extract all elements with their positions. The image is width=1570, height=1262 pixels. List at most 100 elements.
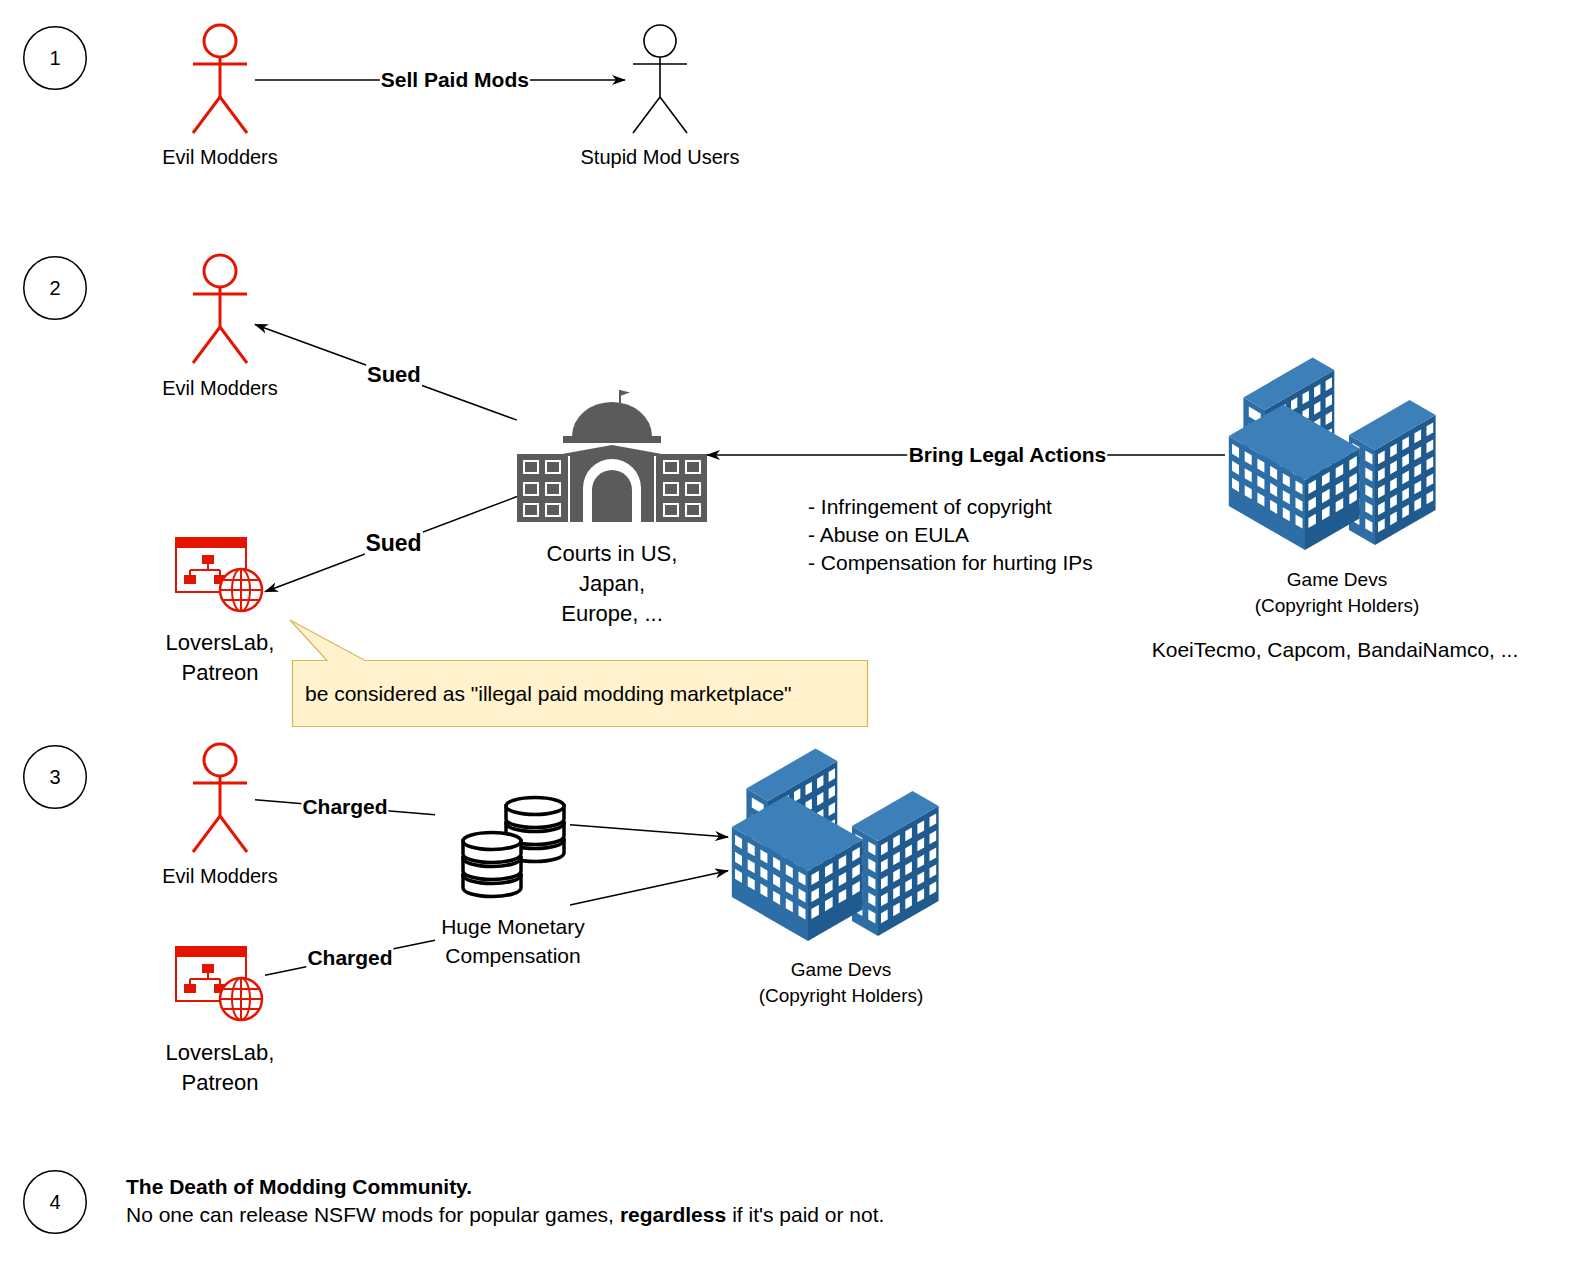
building-window: [748, 876, 755, 890]
building-window: [1270, 483, 1277, 497]
connector-arrow: [255, 324, 517, 420]
actor-arms: [633, 63, 687, 65]
website-icon: LoversLab, Patreon: [175, 537, 265, 612]
building-window: [1402, 436, 1409, 450]
actor-arms: [193, 63, 247, 66]
tree-node: [202, 964, 214, 973]
building-window: [1390, 511, 1397, 525]
building-roof: [732, 796, 863, 872]
building-window: [1326, 411, 1332, 425]
building-roof: [1243, 358, 1334, 411]
building-window: [817, 792, 823, 806]
conclusion-text: regardless: [620, 1203, 726, 1226]
node-text: 3: [25, 763, 85, 791]
building-window: [825, 863, 833, 877]
shape-outline: [175, 946, 265, 1021]
building-window: [786, 898, 793, 912]
building-window: [799, 906, 806, 920]
building-window: [1390, 443, 1397, 457]
building-window: [1314, 401, 1320, 415]
callout-outline: [290, 620, 868, 727]
globe-line: [223, 1008, 260, 1010]
building-window: [799, 889, 806, 903]
building-window: [868, 841, 875, 855]
building-window: [930, 847, 937, 861]
court-window: [686, 504, 700, 516]
building-window: [748, 842, 755, 856]
globe: [220, 569, 262, 611]
step-circle: 1: [23, 26, 87, 90]
building-window: [1257, 459, 1264, 473]
building-roof: [1229, 405, 1360, 481]
node-text: 1: [25, 44, 85, 72]
actor-arms: [193, 293, 247, 296]
building-window: [825, 880, 833, 894]
building-window: [905, 895, 912, 909]
building-window: [794, 788, 800, 802]
building-window: [1378, 501, 1385, 515]
building-window: [760, 884, 767, 898]
globe-line: [223, 988, 260, 990]
building-window: [829, 785, 835, 799]
building-window: [839, 855, 847, 869]
actor-arms: [193, 782, 247, 785]
building-window: [1414, 497, 1421, 511]
building-window: [881, 875, 888, 889]
actor-head: [204, 25, 236, 57]
court-building: Courts in US, Japan, Europe, ...: [517, 388, 707, 522]
court-window: [664, 504, 678, 516]
note-text: - Abuse on EULA: [808, 523, 969, 547]
building-window: [930, 881, 937, 895]
coin-top: [506, 798, 564, 815]
building-window: [1365, 450, 1372, 464]
building-window: [811, 905, 819, 919]
building-window: [868, 892, 875, 906]
building-window: [773, 874, 780, 888]
building-roof: [1349, 400, 1436, 450]
actor-leg: [220, 97, 247, 133]
building-window: [1245, 451, 1252, 465]
node-text: Game Devs (Copyright Holders): [752, 957, 930, 1009]
building-window: [930, 813, 937, 827]
edge-label: Sell Paid Mods: [380, 68, 530, 92]
court-window: [524, 461, 538, 473]
tree-link: [190, 973, 220, 984]
building-window: [852, 881, 860, 895]
building-window: [1378, 484, 1385, 498]
building-window: [1414, 480, 1421, 494]
building-window: [1296, 481, 1303, 495]
building-window: [1314, 384, 1320, 398]
window-bar: [176, 947, 246, 957]
edge-label: Bring Legal Actions: [908, 443, 1108, 467]
flag: [620, 390, 630, 396]
actor-leg: [220, 327, 247, 363]
step-circle: 4: [23, 1170, 87, 1234]
actor-figure: Evil Modders: [185, 252, 255, 367]
actor-head: [644, 25, 676, 57]
building-window: [748, 859, 755, 873]
court-window: [524, 504, 538, 516]
building-window: [1402, 470, 1409, 484]
edge-label: Charged: [301, 795, 388, 819]
building-window: [1322, 506, 1330, 520]
building-window: [1390, 477, 1397, 491]
building-window: [735, 852, 742, 866]
building-window: [1257, 476, 1264, 490]
building-window: [893, 851, 900, 865]
node-text: 4: [25, 1188, 85, 1216]
actor-head: [204, 744, 236, 776]
company-building: Game Devs (Copyright Holders): [728, 746, 948, 944]
building-window: [1232, 444, 1239, 458]
building-window: [839, 872, 847, 886]
window-bar: [176, 538, 246, 548]
shape-outline: [175, 537, 265, 612]
building-window: [1326, 377, 1332, 391]
building-window: [825, 897, 833, 911]
building-window: [811, 871, 819, 885]
building-window: [799, 872, 806, 886]
building-window: [1402, 487, 1409, 501]
note-text: - Compensation for hurting IPs: [808, 551, 1093, 575]
court-window: [546, 483, 560, 495]
building-window: [786, 881, 793, 895]
building-window: [1270, 466, 1277, 480]
